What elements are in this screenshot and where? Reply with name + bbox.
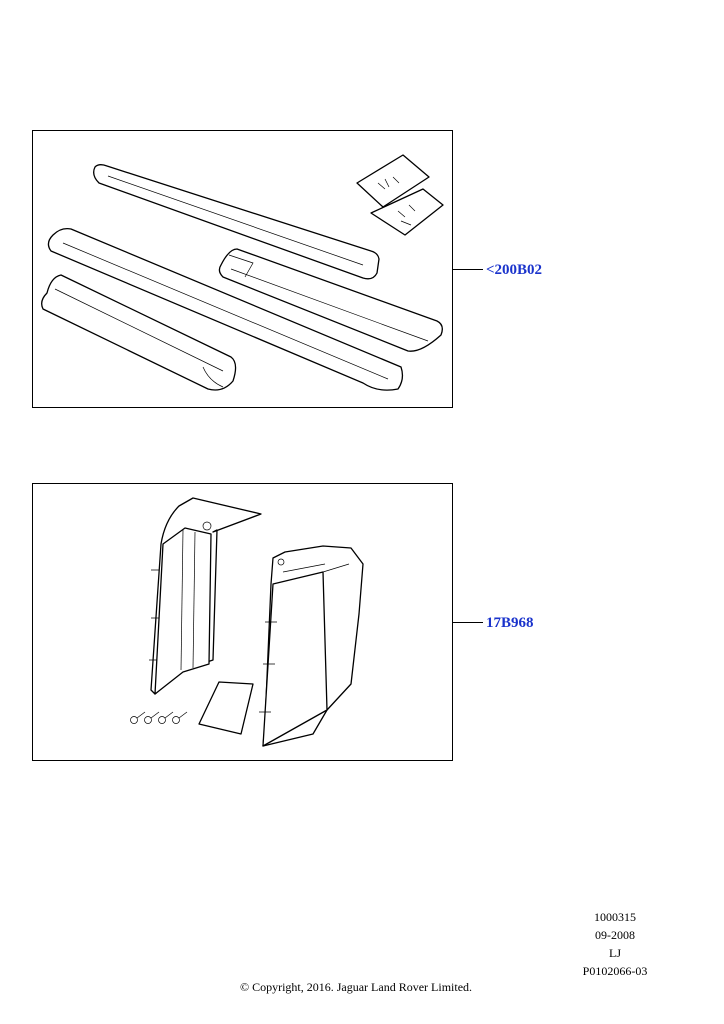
drawing-code: 1000315	[594, 910, 636, 924]
tread-plates-drawing	[41, 154, 444, 391]
leader-line-2	[453, 622, 483, 623]
illustration-panel-tread-plates	[32, 130, 453, 408]
trim-kit-drawing	[130, 497, 364, 747]
part-callout-17b968[interactable]: 17B968	[486, 615, 534, 631]
drawing-date: 09-2008	[595, 928, 635, 942]
copyright-notice: © Copyright, 2016. Jaguar Land Rover Lim…	[239, 980, 473, 994]
leader-line-1	[453, 269, 483, 270]
illustration-panel-trim-kit	[32, 483, 453, 761]
part-callout-200b02[interactable]: <200B02	[486, 262, 543, 278]
drawing-reference: P0102066-03	[582, 964, 648, 978]
drawing-initials: LJ	[609, 946, 621, 960]
